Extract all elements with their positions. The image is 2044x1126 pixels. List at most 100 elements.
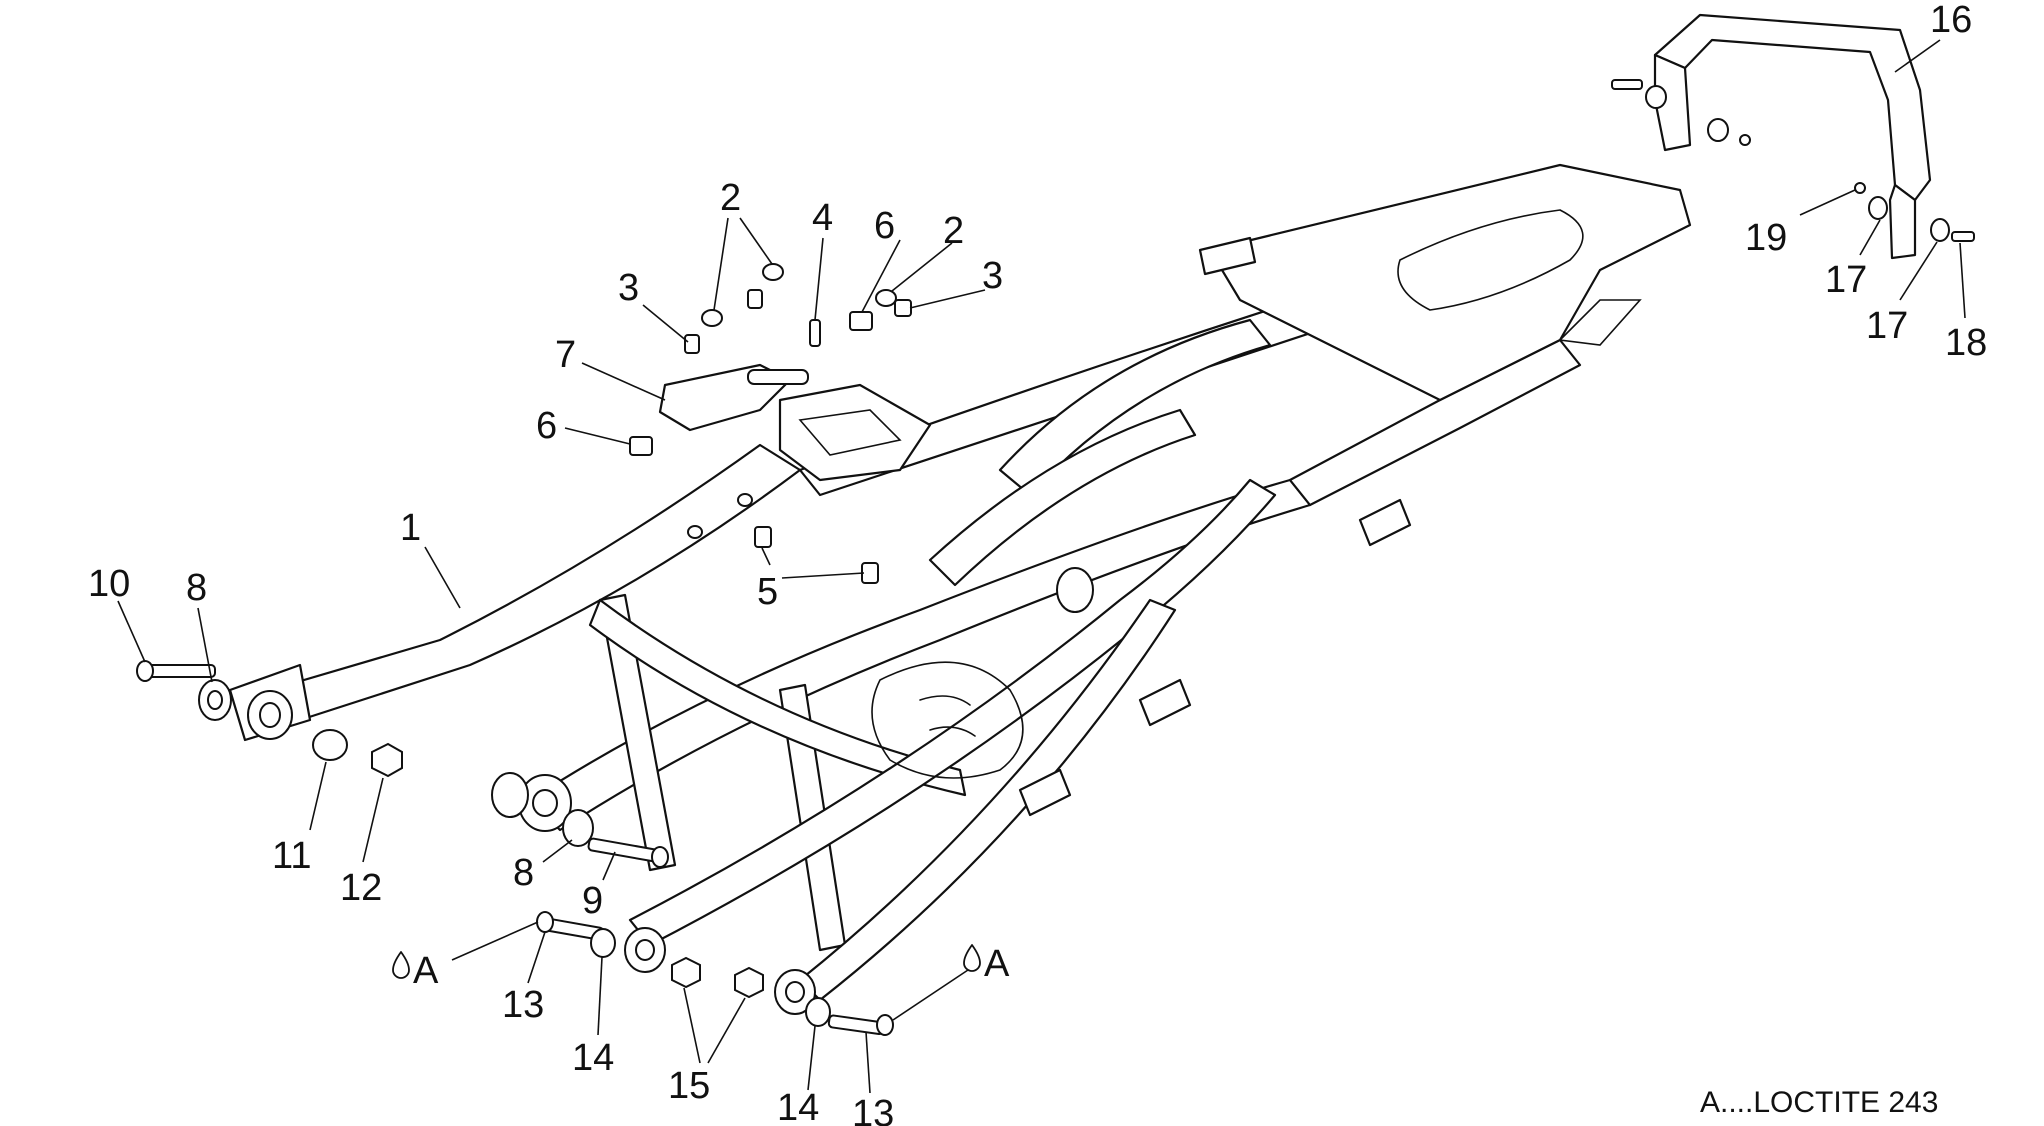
leader-11	[309, 761, 327, 831]
screw-2a-head	[701, 309, 723, 327]
strut-eye-left-inner	[635, 939, 655, 961]
callout-12: 12	[340, 867, 382, 909]
seat-lock-bracket	[658, 363, 932, 482]
handle-washer-left	[1645, 85, 1667, 109]
screw-2c-head	[875, 289, 897, 307]
leader-6b	[564, 427, 631, 445]
drop-icon	[392, 951, 410, 979]
lock-hinge-block	[778, 383, 932, 482]
callout-16: 16	[1930, 0, 1972, 41]
leader-lines	[117, 39, 1966, 1094]
leader-10	[117, 600, 146, 663]
leader-5a	[761, 547, 771, 566]
leader-17b	[1899, 241, 1938, 301]
leader-16	[1894, 39, 1941, 73]
callout-2b: 2	[943, 210, 964, 252]
grab-handle	[1653, 13, 1932, 260]
leader-2a	[713, 217, 729, 311]
spacer-11	[312, 729, 348, 761]
bolt-9-head	[651, 846, 669, 868]
callout-17b: 17	[1866, 305, 1908, 347]
callout-1: 1	[400, 507, 421, 549]
clip-5a	[754, 526, 772, 548]
rail-hole-1	[687, 525, 703, 539]
lower-long-tube	[628, 478, 1277, 947]
bolt-13a-head	[536, 911, 554, 933]
callout-2a: 2	[720, 177, 741, 219]
nut-15b	[734, 966, 764, 999]
bush-8a-inner	[207, 690, 223, 710]
callout-5: 5	[757, 571, 778, 613]
leader-18	[1959, 242, 1966, 319]
pin-4	[809, 319, 821, 347]
adhesive-marker-right: A	[963, 943, 1010, 985]
callout-10: 10	[88, 563, 130, 605]
tail-section	[1208, 163, 1692, 402]
tail-bracket-detail	[1558, 299, 1642, 346]
mount-tab-3	[1358, 498, 1412, 547]
leader-6a	[861, 239, 901, 313]
lock-hinge-detail	[798, 409, 902, 456]
clip-6b	[629, 436, 653, 456]
washer-17a	[1868, 196, 1888, 220]
leader-3a	[642, 304, 689, 343]
gusset-plate-holes	[919, 695, 976, 737]
bush-8b	[562, 809, 594, 847]
leader-4	[814, 237, 824, 321]
screw-2b-head	[762, 263, 784, 281]
front-diagonal-strut	[588, 598, 967, 797]
washer-14a	[590, 928, 616, 958]
callout-8a: 8	[186, 567, 207, 609]
bolt-13b-head	[876, 1014, 894, 1036]
adhesive-mark-right: A	[984, 943, 1010, 985]
handle-screw-left	[1611, 79, 1643, 90]
callout-6a: 6	[874, 205, 895, 247]
callout-15: 15	[668, 1065, 710, 1107]
callout-14a: 14	[572, 1037, 614, 1079]
lower-long-tube-2	[798, 598, 1177, 1002]
leader-5b	[781, 572, 865, 579]
washer-14b	[805, 997, 831, 1027]
inner-diagonal-tube	[928, 408, 1197, 587]
screw-18	[1951, 231, 1975, 242]
leader-1	[424, 546, 461, 609]
leader-A-left	[451, 921, 539, 961]
leader-8b	[542, 839, 573, 863]
callout-11: 11	[272, 835, 311, 877]
hardware	[136, 79, 1975, 1036]
handle-washer-left-2	[1707, 118, 1729, 142]
callout-3b: 3	[982, 255, 1003, 297]
spacer-3a	[684, 334, 700, 354]
mount-tab-4	[1198, 236, 1257, 276]
callout-3a: 3	[618, 267, 639, 309]
drop-icon	[963, 944, 981, 972]
adhesive-marker-left: A	[392, 950, 439, 992]
loctite-legend: A....LOCTITE 243	[1700, 1086, 1938, 1119]
rear-subframe	[228, 163, 1692, 1002]
leader-2c	[891, 242, 953, 292]
grab-handle-bar	[1653, 13, 1932, 202]
leader-14b	[807, 1025, 816, 1091]
leader-14a	[597, 956, 603, 1036]
gusset-plate	[871, 661, 1024, 779]
leader-A-right	[892, 969, 969, 1021]
lower-rail-cap	[491, 772, 529, 818]
leader-13b	[865, 1031, 871, 1094]
adhesive-mark-left: A	[413, 950, 439, 992]
grab-handle-right-leg	[1888, 183, 1917, 260]
callout-19: 19	[1745, 217, 1787, 259]
spacer-3c	[894, 299, 912, 317]
callout-13b: 13	[852, 1093, 894, 1126]
cap-nut-19	[1854, 182, 1866, 194]
callout-7: 7	[555, 334, 576, 376]
tail-inner-recess	[1397, 209, 1584, 311]
washer-17b	[1930, 218, 1950, 242]
leader-7	[581, 362, 666, 401]
nut-15a	[671, 956, 701, 989]
leader-9	[602, 851, 616, 881]
leader-15a	[683, 987, 701, 1064]
nut-12	[371, 742, 403, 778]
mount-tab-2	[1138, 678, 1192, 727]
callout-9: 9	[582, 880, 603, 922]
